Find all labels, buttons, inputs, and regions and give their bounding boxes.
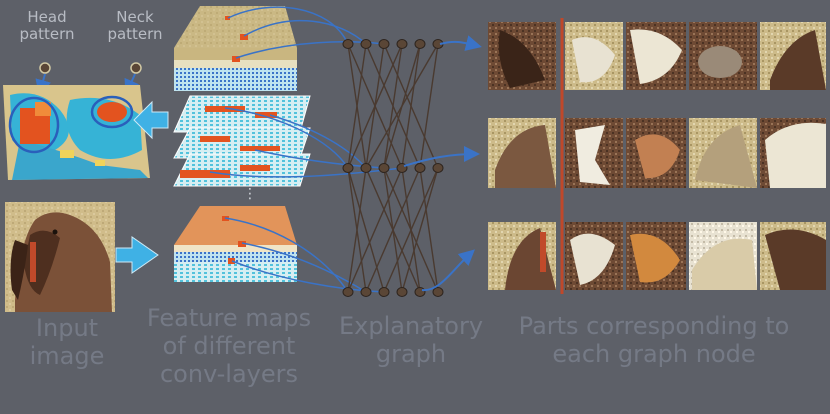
heatmap-image	[3, 85, 150, 180]
graph-node	[432, 163, 444, 173]
left-arrow-icon	[133, 100, 169, 140]
graph-node	[396, 287, 408, 297]
graph-node	[414, 163, 426, 173]
graph-node	[378, 287, 390, 297]
parts-row-1	[488, 22, 826, 90]
graph-node	[414, 39, 426, 49]
parts-row-2	[488, 118, 826, 188]
graph-node	[360, 287, 372, 297]
graph-node	[360, 39, 372, 49]
graph-node	[378, 39, 390, 49]
feature-stack-top	[174, 6, 297, 91]
graph-node	[360, 163, 372, 173]
input-image	[5, 202, 115, 312]
graph-node	[378, 163, 390, 173]
node-to-parts-arrows	[403, 35, 482, 292]
graph-node	[414, 287, 426, 297]
right-arrow-icon	[115, 236, 159, 274]
feature-to-node-links	[209, 6, 403, 293]
graph-edges	[347, 43, 439, 293]
graph-node	[342, 287, 354, 297]
graph-node	[342, 163, 354, 173]
feature-stack-middle: ⋮	[173, 95, 311, 202]
graph-node	[432, 287, 444, 297]
ellipsis-text: ⋮	[243, 186, 257, 202]
feature-stack-bottom	[174, 206, 297, 282]
parts-grid	[488, 18, 826, 294]
graph-nodes	[342, 39, 444, 297]
graph-node	[342, 39, 354, 49]
graph-node	[396, 39, 408, 49]
parts-row-3	[488, 222, 826, 290]
